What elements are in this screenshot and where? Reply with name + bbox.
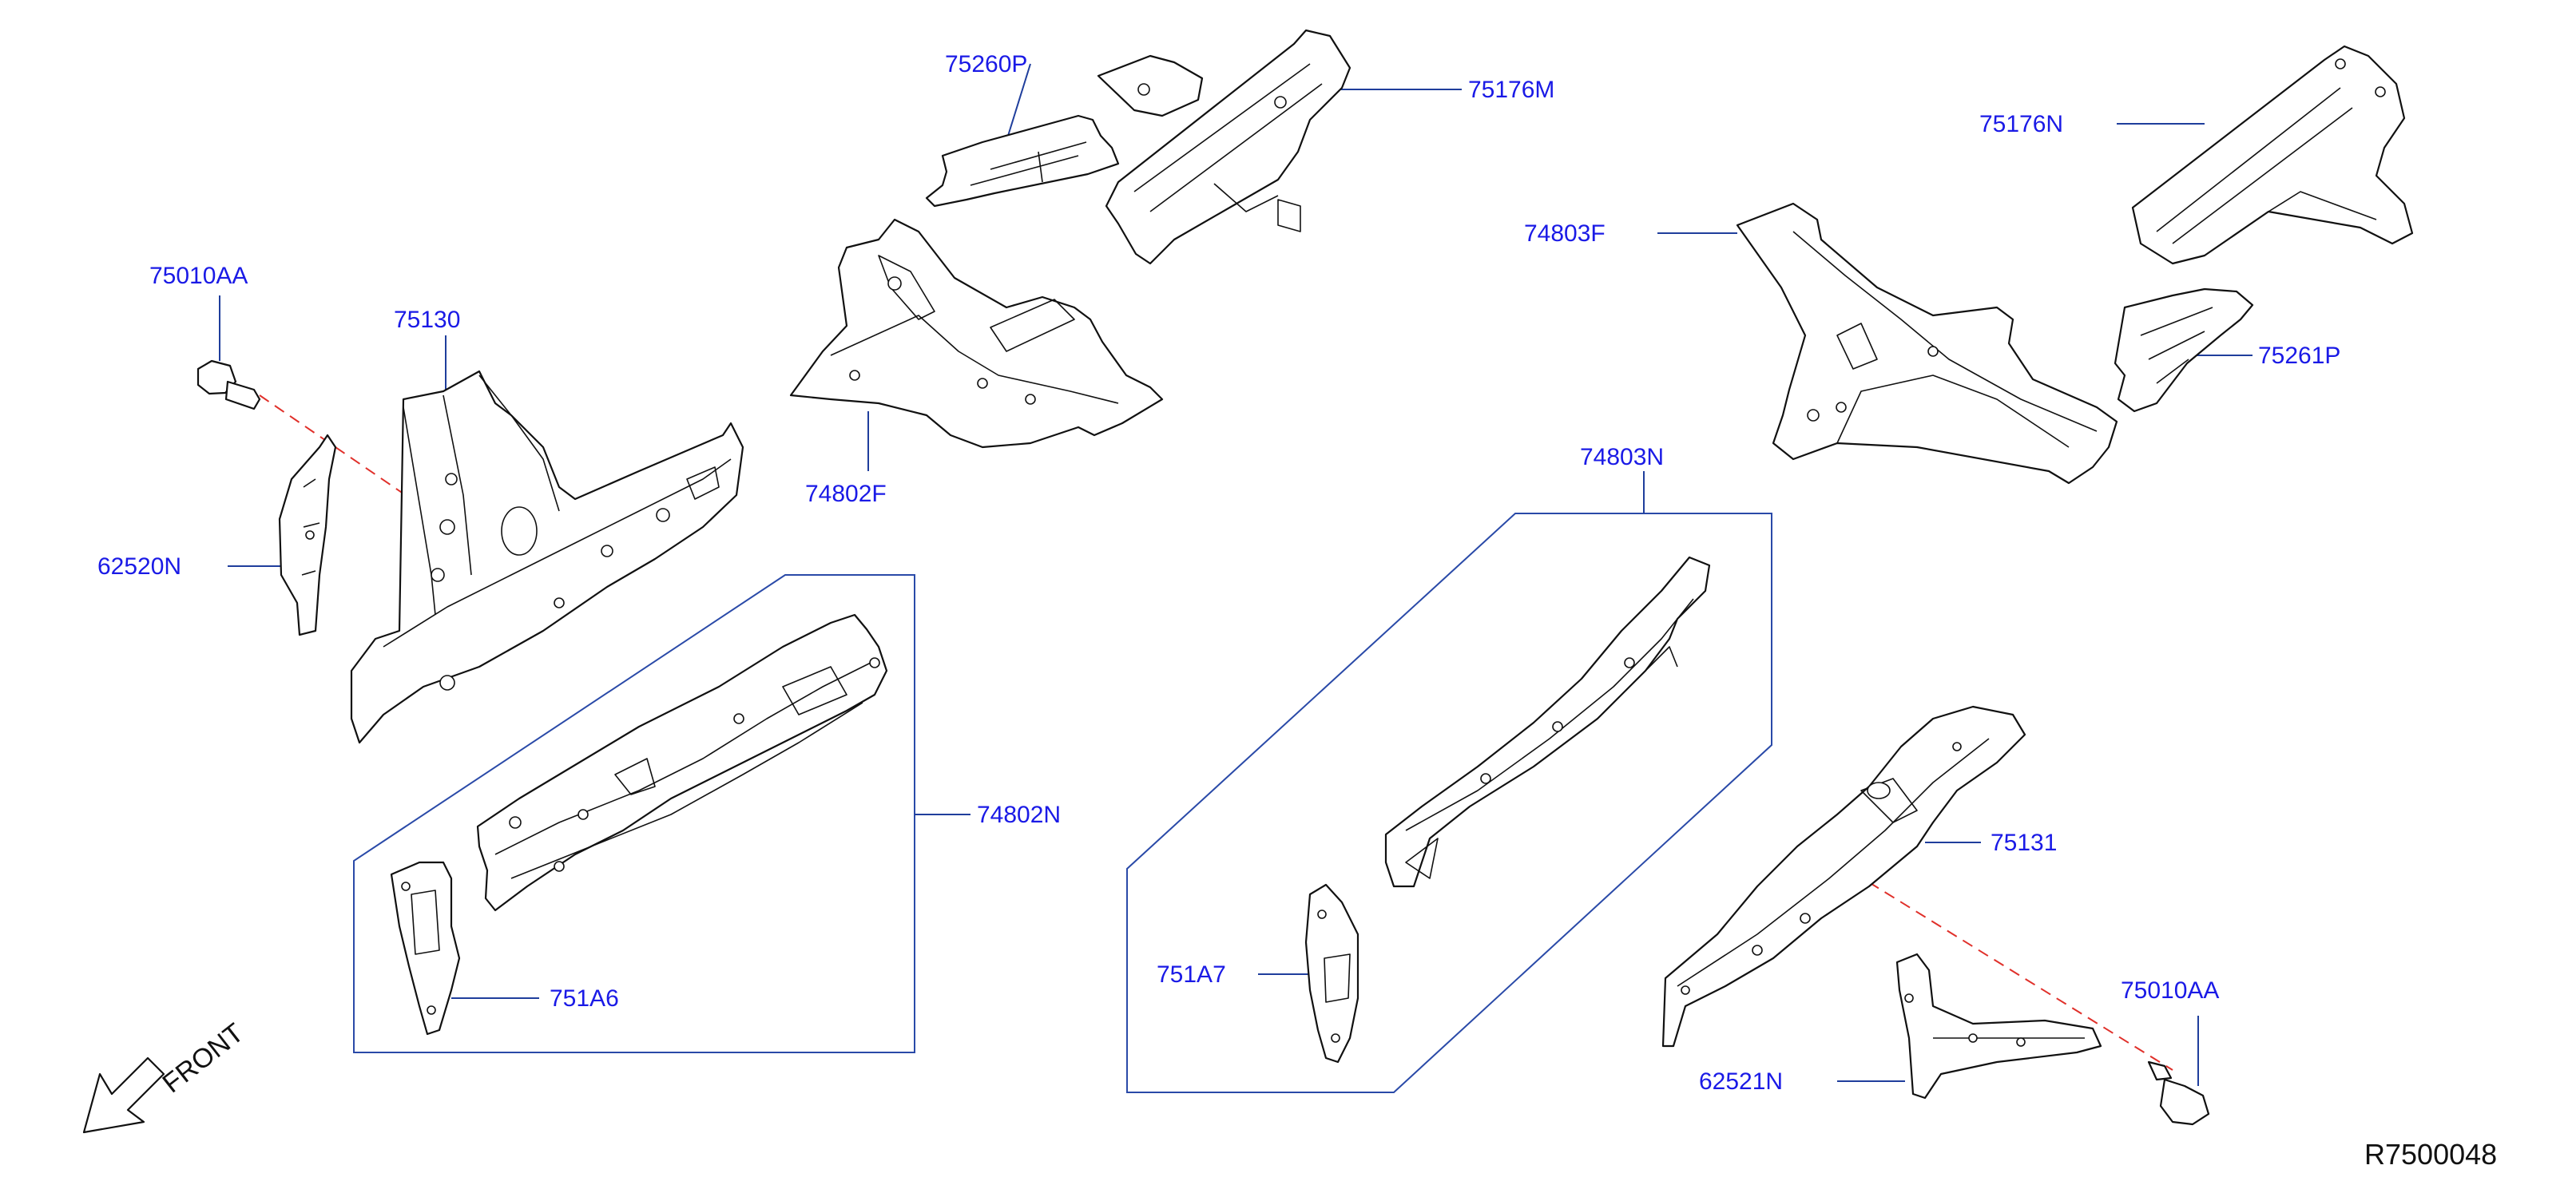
part-75176m bbox=[1097, 29, 1352, 265]
group-box-74802n bbox=[353, 574, 915, 1053]
label-75260p: 75260P bbox=[945, 51, 1027, 77]
front-arrow-icon bbox=[82, 1056, 165, 1134]
part-74803n bbox=[1384, 556, 1711, 888]
label-751a7: 751A7 bbox=[1157, 961, 1226, 988]
label-75176m: 75176M bbox=[1468, 77, 1554, 103]
front-label: FRONT bbox=[157, 1017, 250, 1099]
label-62521n: 62521N bbox=[1699, 1068, 1783, 1095]
part-75131 bbox=[1661, 705, 2026, 1048]
diagram-reference: R7500048 bbox=[2364, 1138, 2497, 1171]
bolt-axis-right bbox=[1868, 882, 2173, 1071]
label-75010aa-left: 75010AA bbox=[149, 263, 248, 289]
label-75010aa-right: 75010AA bbox=[2121, 977, 2219, 1004]
bolt-75010aa-right bbox=[2147, 1060, 2210, 1126]
label-74803n: 74803N bbox=[1580, 444, 1664, 470]
part-75130 bbox=[350, 370, 744, 744]
group-box-74803n bbox=[1126, 513, 1772, 1093]
bracket-62521n bbox=[1895, 953, 2102, 1100]
bracket-62520n bbox=[278, 434, 337, 636]
part-75261p bbox=[2114, 287, 2254, 413]
label-75130: 75130 bbox=[394, 307, 460, 333]
part-74803f bbox=[1736, 202, 2118, 485]
part-75176n bbox=[2131, 45, 2414, 265]
label-74802f: 74802F bbox=[805, 481, 887, 507]
part-75260p bbox=[925, 114, 1120, 208]
label-75131: 75131 bbox=[1991, 830, 2057, 856]
part-751a7 bbox=[1304, 883, 1359, 1064]
label-74803f: 74803F bbox=[1524, 220, 1606, 247]
part-74802f bbox=[789, 218, 1164, 449]
label-74802n: 74802N bbox=[977, 802, 1061, 828]
label-751a6: 751A6 bbox=[550, 985, 619, 1012]
part-74802n bbox=[476, 613, 888, 912]
part-751a6 bbox=[390, 861, 461, 1036]
label-75176n: 75176N bbox=[1979, 111, 2063, 137]
label-62520n: 62520N bbox=[97, 553, 181, 580]
bolt-75010aa-left bbox=[196, 359, 261, 410]
label-75261p: 75261P bbox=[2258, 343, 2340, 369]
